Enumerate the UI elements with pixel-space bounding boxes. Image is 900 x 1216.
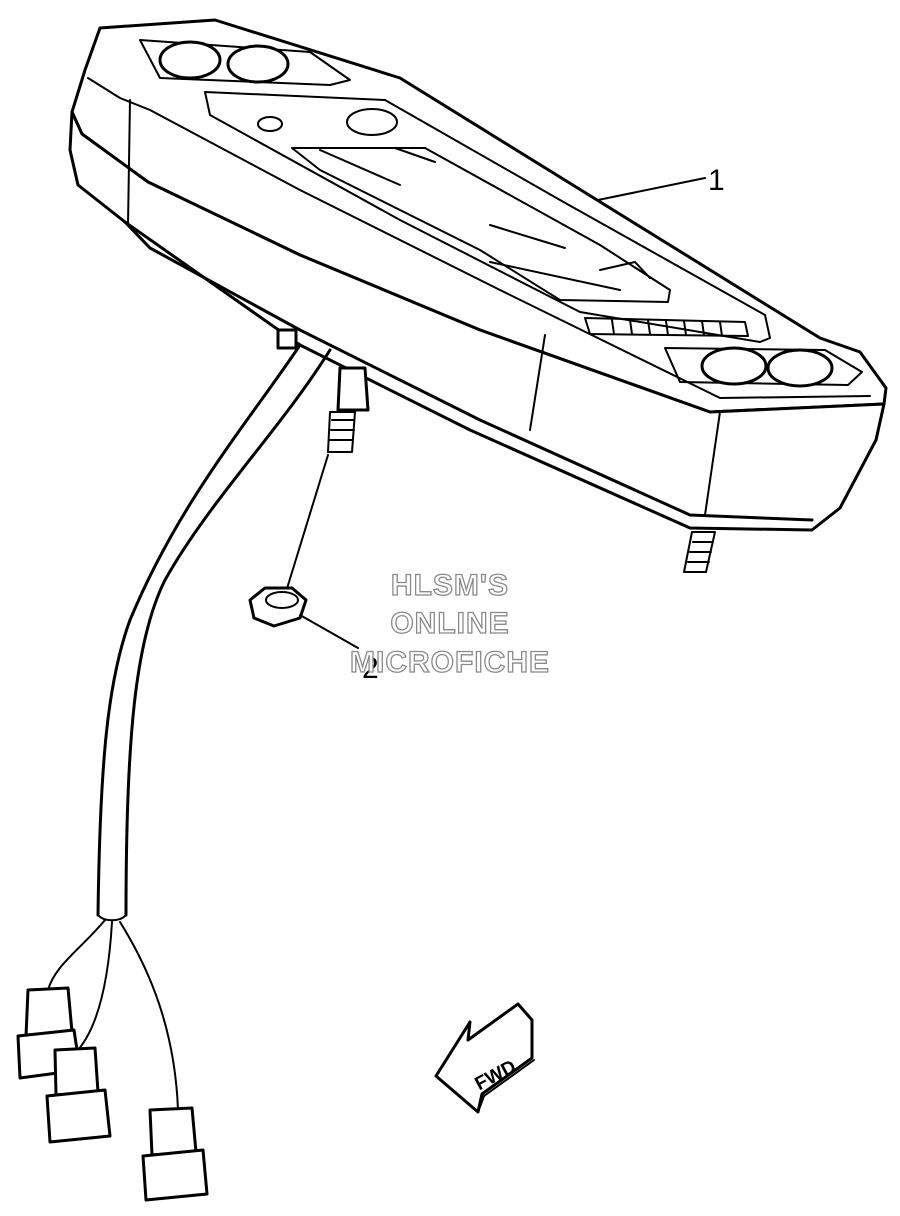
display-window-frame (204, 91, 771, 343)
display-lcd (291, 147, 671, 303)
indicator-lamp-4 (766, 348, 834, 388)
meter-base-edge (123, 220, 814, 522)
lead-wire-2 (77, 921, 113, 1051)
flange-nut (248, 454, 329, 628)
segment-bar (584, 317, 749, 337)
connector-1 (24, 986, 74, 1038)
meter-side-seam (87, 77, 871, 399)
indicator-lamp-3 (700, 346, 768, 386)
mounting-stud-right (683, 531, 716, 573)
wire-harness (16, 343, 332, 1202)
nut-assembly-line (284, 454, 329, 596)
meter-assembly (68, 18, 888, 573)
mounting-stud-center (336, 366, 370, 412)
stud-thread-center (327, 411, 356, 453)
harness-cable-right (124, 348, 332, 917)
fwd-direction-marker: FWD (434, 1002, 535, 1114)
watermark: HLSM'S ONLINE MICROFICHE (349, 568, 550, 679)
leader-line-1 (597, 177, 706, 201)
indicator-lamp-small (257, 116, 283, 132)
indicator-recess-left (139, 39, 351, 86)
watermark-line-1: HLSM'S (391, 569, 509, 602)
mounting-stud-left (276, 328, 298, 350)
connector-2 (53, 1046, 100, 1097)
callout-label-1: 1 (708, 164, 725, 197)
callout-label-2: 2 (362, 652, 379, 685)
connector-3-body (141, 1148, 209, 1202)
lead-wire-3 (119, 921, 179, 1111)
indicator-lamp-2 (226, 44, 290, 84)
watermark-line-2: ONLINE (390, 607, 509, 640)
lead-wire-1 (47, 919, 106, 991)
indicator-lamp-center (346, 108, 398, 136)
leader-line-2 (299, 614, 359, 649)
nut-hole (265, 591, 299, 609)
connector-3 (148, 1106, 198, 1157)
harness-cable-left (96, 343, 302, 917)
meter-housing-side (68, 110, 886, 532)
connector-2-body (45, 1088, 112, 1144)
indicator-lamp-1 (158, 40, 222, 80)
watermark-line-3: MICROFICHE (350, 646, 550, 679)
